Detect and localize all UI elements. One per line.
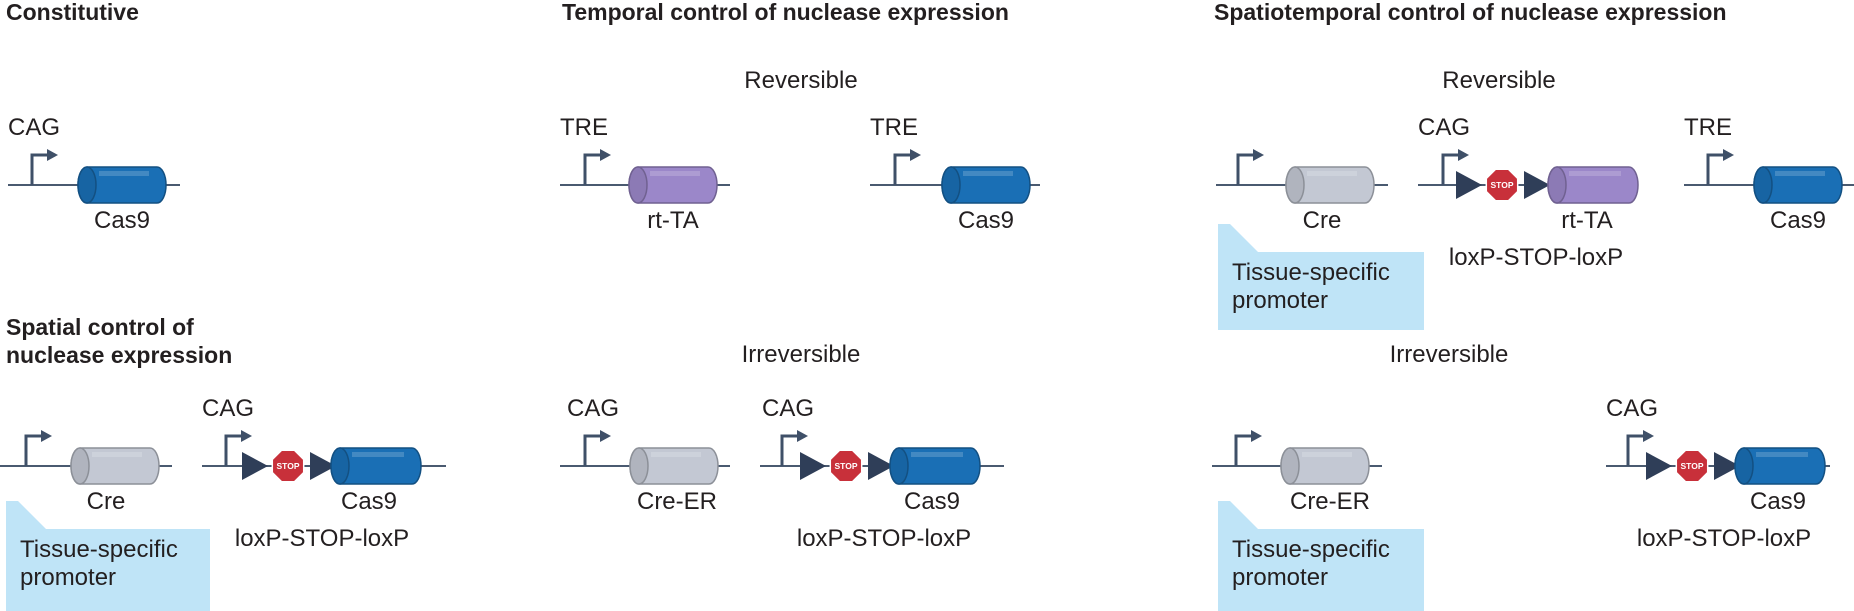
temporal-floxed-cas9-gene-label: Cas9 (904, 488, 960, 515)
temporal-floxed-cas9-loxp-right (868, 452, 894, 480)
temporal-cre-er-gene-cylinder (629, 447, 719, 485)
spatial-floxed-cas9-gene-cylinder (330, 447, 422, 485)
spatial-floxed-cas9-gene-label: Cas9 (341, 488, 397, 515)
temporal-tre-cas9-promoter-arrow (893, 149, 921, 185)
spatiotemporal-floxed-cas9-loxp-left (1646, 452, 1672, 480)
spatiotemporal-tre-cas9-promoter-label: TRE (1684, 114, 1732, 141)
spatial-floxed-cas9-stop-sign: STOP (271, 449, 305, 483)
temporal-floxed-cas9-promoter-label: CAG (762, 395, 814, 422)
spatiotemporal-tre-cas9-gene-cylinder (1753, 166, 1843, 204)
temporal-floxed-cas9-promoter-arrow (780, 430, 808, 466)
promoter-text: promoter (1232, 564, 1328, 591)
spatiotemporal-cre-gene-cylinder (1285, 166, 1375, 204)
temporal-floxed-cas9-loxp-left (800, 452, 826, 480)
temporal-reversible-label: Reversible (744, 67, 857, 94)
temporal-rtta-gene-cylinder (628, 166, 718, 204)
spatiotemporal-floxed-rtta-loxp-left (1456, 171, 1482, 199)
spatiotemporal-floxed-rtta-gene-cylinder (1547, 166, 1639, 204)
spatial-floxed-cas9-loxp-left (242, 452, 268, 480)
spatial-cre-promoter-arrow (24, 430, 52, 466)
spatiotemporal-floxed-cas9-loxp-right (1714, 452, 1740, 480)
spatiotemporal-floxed-rtta-stop-sign: STOP (1485, 168, 1519, 202)
constructs-group: CAGCas9TRErt-TATRECas9CAGCre-ERSTOPCAGCa… (0, 114, 1854, 611)
temporal-floxed-cas9-cassette-label: loxP-STOP-loxP (797, 525, 971, 552)
constitutive-cas9-gene-cylinder (77, 166, 167, 204)
temporal-cre-er-gene-label: Cre-ER (637, 488, 717, 515)
stop-sign-text: STOP (1681, 461, 1704, 471)
promoter-text: promoter (1232, 287, 1328, 314)
spatiotemporal-cre-promoter-arrow (1236, 149, 1264, 185)
tissue-specific-text: Tissue-specific (1232, 536, 1390, 563)
constitutive-cas9-promoter-arrow (30, 149, 58, 185)
spatiotemporal-header: Spatiotemporal control of nuclease expre… (1214, 0, 1727, 25)
spatial-floxed-cas9-cassette-label: loxP-STOP-loxP (235, 525, 409, 552)
spatiotemporal-floxed-rtta-gene-label: rt-TA (1561, 207, 1613, 234)
spatiotemporal-floxed-cas9-gene-cylinder (1734, 447, 1826, 485)
temporal-irreversible-label: Irreversible (742, 341, 861, 368)
constitutive-cas9-gene-label: Cas9 (94, 207, 150, 234)
spatiotemporal-floxed-rtta-promoter-arrow (1441, 149, 1469, 185)
stop-sign-text: STOP (1491, 180, 1514, 190)
promoter-text: promoter (20, 564, 116, 591)
spatial-header-line2: nuclease expression (6, 342, 232, 368)
spatiotemporal-cre-gene-label: Cre (1303, 207, 1342, 234)
spatial-floxed-cas9-promoter-arrow (224, 430, 252, 466)
temporal-floxed-cas9-stop-sign: STOP (829, 449, 863, 483)
temporal-tre-cas9-gene-cylinder (941, 166, 1031, 204)
temporal-rtta-promoter-label: TRE (560, 114, 608, 141)
spatiotemporal-cre-er-promoter-arrow (1234, 430, 1262, 466)
tissue-specific-text: Tissue-specific (1232, 259, 1390, 286)
spatial-header-line1: Spatial control of (6, 314, 194, 340)
constitutive-header: Constitutive (6, 0, 139, 25)
stop-sign-text: STOP (277, 461, 300, 471)
spatiotemporal-floxed-rtta-cassette-label: loxP-STOP-loxP (1449, 244, 1623, 271)
spatiotemporal-irreversible-label: Irreversible (1390, 341, 1509, 368)
spatiotemporal-floxed-cas9-stop-sign: STOP (1675, 449, 1709, 483)
temporal-cre-er-promoter-arrow (583, 430, 611, 466)
spatiotemporal-cre-er-gene-label: Cre-ER (1290, 488, 1370, 515)
spatiotemporal-cre-er-gene-cylinder (1280, 447, 1370, 485)
constitutive-cas9-promoter-label: CAG (8, 114, 60, 141)
spatiotemporal-floxed-rtta-promoter-label: CAG (1418, 114, 1470, 141)
temporal-tre-cas9-gene-label: Cas9 (958, 207, 1014, 234)
spatial-floxed-cas9-promoter-label: CAG (202, 395, 254, 422)
spatiotemporal-floxed-cas9-cassette-label: loxP-STOP-loxP (1637, 525, 1811, 552)
spatial-cre-gene-cylinder (70, 447, 160, 485)
temporal-tre-cas9-promoter-label: TRE (870, 114, 918, 141)
temporal-rtta-gene-label: rt-TA (647, 207, 699, 234)
temporal-header: Temporal control of nuclease expression (562, 0, 1009, 25)
tissue-specific-text: Tissue-specific (20, 536, 178, 563)
spatiotemporal-floxed-cas9-promoter-arrow (1626, 430, 1654, 466)
spatiotemporal-floxed-cas9-promoter-label: CAG (1606, 395, 1658, 422)
spatiotemporal-tre-cas9-gene-label: Cas9 (1770, 207, 1826, 234)
temporal-cre-er-promoter-label: CAG (567, 395, 619, 422)
spatial-floxed-cas9-loxp-right (310, 452, 336, 480)
spatiotemporal-reversible-label: Reversible (1442, 67, 1555, 94)
spatial-cre-gene-label: Cre (87, 488, 126, 515)
stop-sign-text: STOP (835, 461, 858, 471)
spatiotemporal-tre-cas9-promoter-arrow (1706, 149, 1734, 185)
spatiotemporal-floxed-cas9-gene-label: Cas9 (1750, 488, 1806, 515)
spatiotemporal-floxed-rtta-loxp-right (1524, 171, 1550, 199)
temporal-floxed-cas9-gene-cylinder (889, 447, 981, 485)
temporal-rtta-promoter-arrow (583, 149, 611, 185)
